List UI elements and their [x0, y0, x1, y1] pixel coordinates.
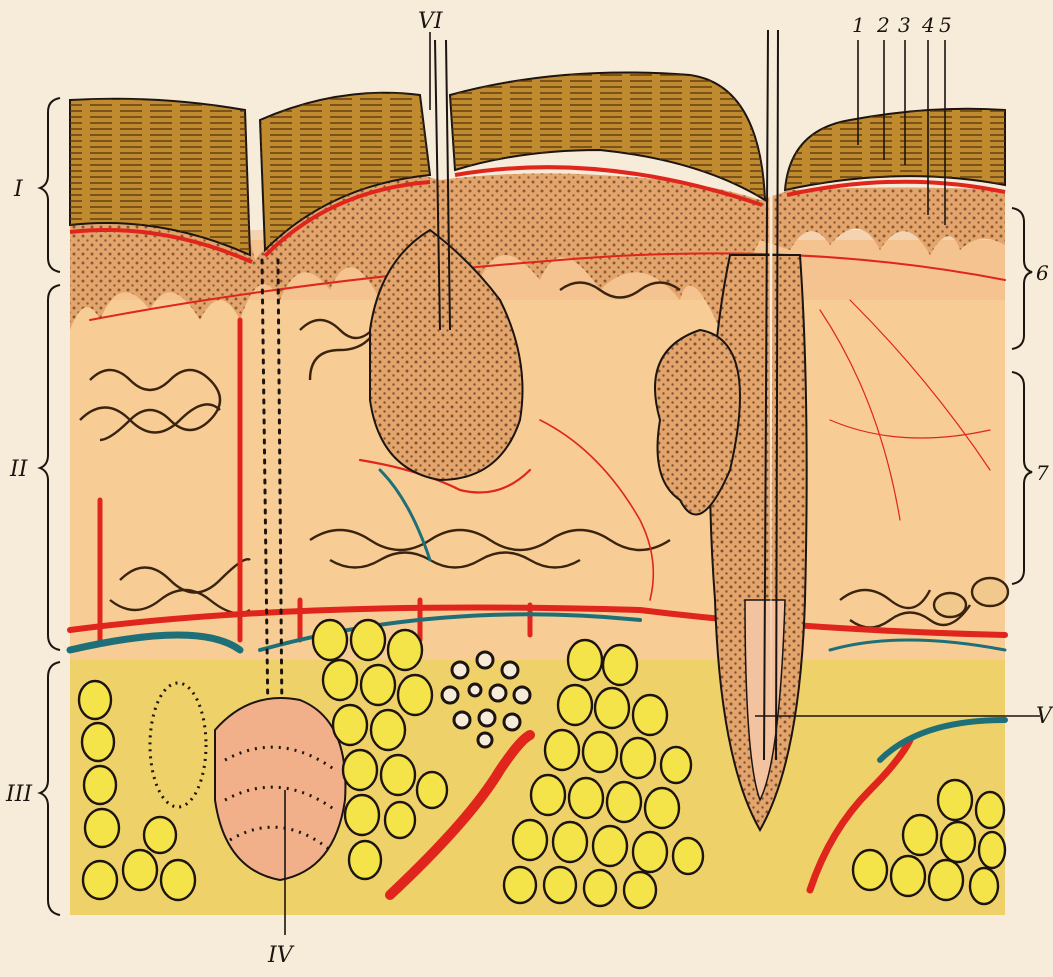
label-layer-1: I [13, 177, 24, 202]
label-num-2: 2 [876, 13, 890, 37]
label-layer-2: II [9, 457, 29, 482]
left-brackets [40, 98, 60, 915]
label-structure-5: V [1036, 704, 1053, 729]
right-brackets [1012, 208, 1032, 584]
label-layer-3: III [5, 782, 33, 807]
label-structure-6: VI [418, 9, 444, 34]
label-num-5: 5 [939, 13, 952, 37]
label-num-7: 7 [1036, 461, 1049, 485]
label-structure-4: IV [267, 943, 295, 968]
label-num-3: 3 [898, 13, 911, 37]
label-num-6: 6 [1036, 261, 1049, 285]
sweat-gland-body [215, 698, 345, 880]
label-num-1: 1 [852, 13, 865, 37]
label-num-4: 4 [921, 13, 935, 37]
